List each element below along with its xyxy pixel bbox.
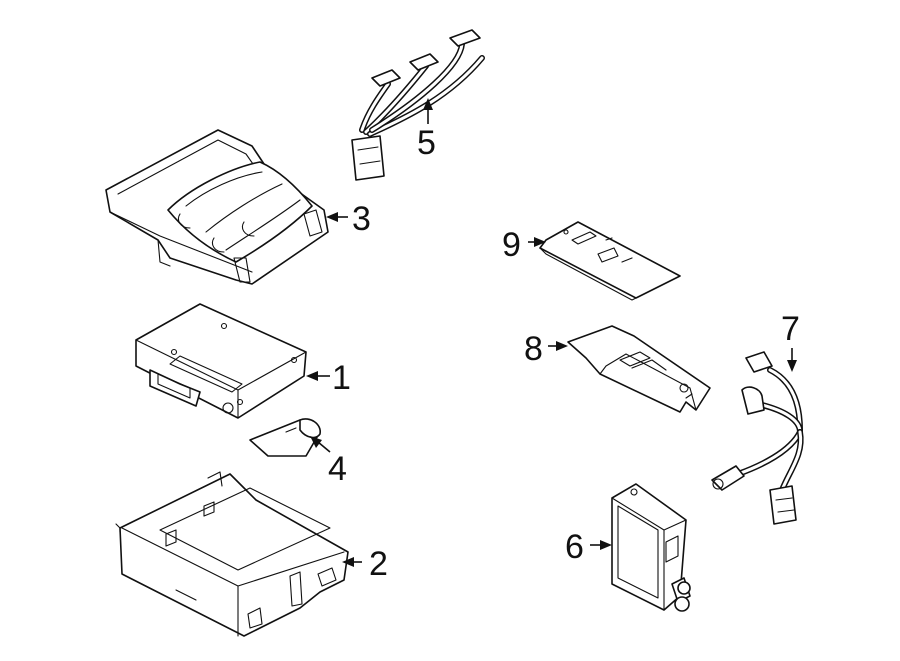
part-2-mounting-bracket[interactable]	[115, 471, 349, 637]
leader-lines	[306, 98, 797, 567]
part-3-cover[interactable]	[105, 129, 329, 285]
part-6-receiver-module[interactable]	[611, 483, 691, 612]
part-4-bracket-clip[interactable]	[249, 418, 321, 457]
callout-9: 9	[502, 226, 521, 264]
callout-5: 5	[417, 124, 436, 162]
callout-8: 8	[524, 330, 543, 368]
part-7-cable-harness[interactable]	[711, 351, 804, 525]
part-8-mounting-plate[interactable]	[567, 325, 711, 413]
part-1-control-module[interactable]	[135, 303, 307, 419]
callout-1: 1	[332, 359, 351, 397]
callout-7: 7	[781, 310, 800, 348]
part-9-antenna-card[interactable]	[539, 221, 681, 301]
callout-2: 2	[369, 545, 388, 583]
callout-3: 3	[352, 200, 371, 238]
callout-4: 4	[328, 450, 347, 488]
callout-6: 6	[565, 528, 584, 566]
